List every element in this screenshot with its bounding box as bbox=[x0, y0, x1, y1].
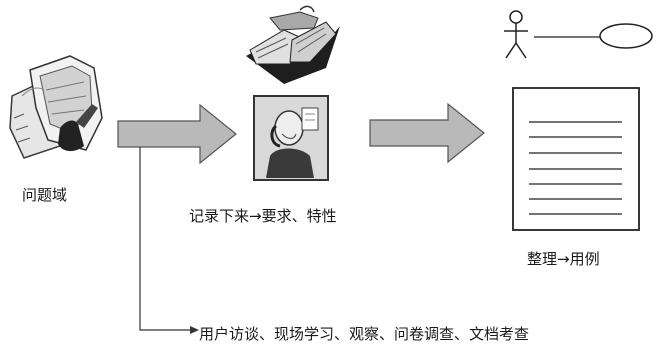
organize-use-case-label: 整理→用例 bbox=[527, 250, 600, 268]
methods-arrowhead bbox=[190, 326, 199, 334]
record-requirements-label: 记录下来→要求、特性 bbox=[189, 207, 337, 225]
elicitation-methods-label: 用户访谈、现场学习、观察、问卷调查、文档考查 bbox=[199, 325, 530, 343]
arrow-to-use-case bbox=[369, 102, 485, 164]
papers-clipart-icon bbox=[9, 55, 103, 159]
arrow-to-record bbox=[117, 103, 237, 165]
open-book-icon bbox=[246, 5, 340, 84]
listening-person-icon bbox=[253, 95, 329, 181]
stick-figure-actor-icon bbox=[504, 10, 528, 59]
methods-connector bbox=[139, 147, 190, 331]
document-icon bbox=[512, 87, 640, 231]
problem-domain-label: 问题域 bbox=[22, 186, 68, 204]
use-case-ellipse-icon bbox=[599, 23, 653, 49]
